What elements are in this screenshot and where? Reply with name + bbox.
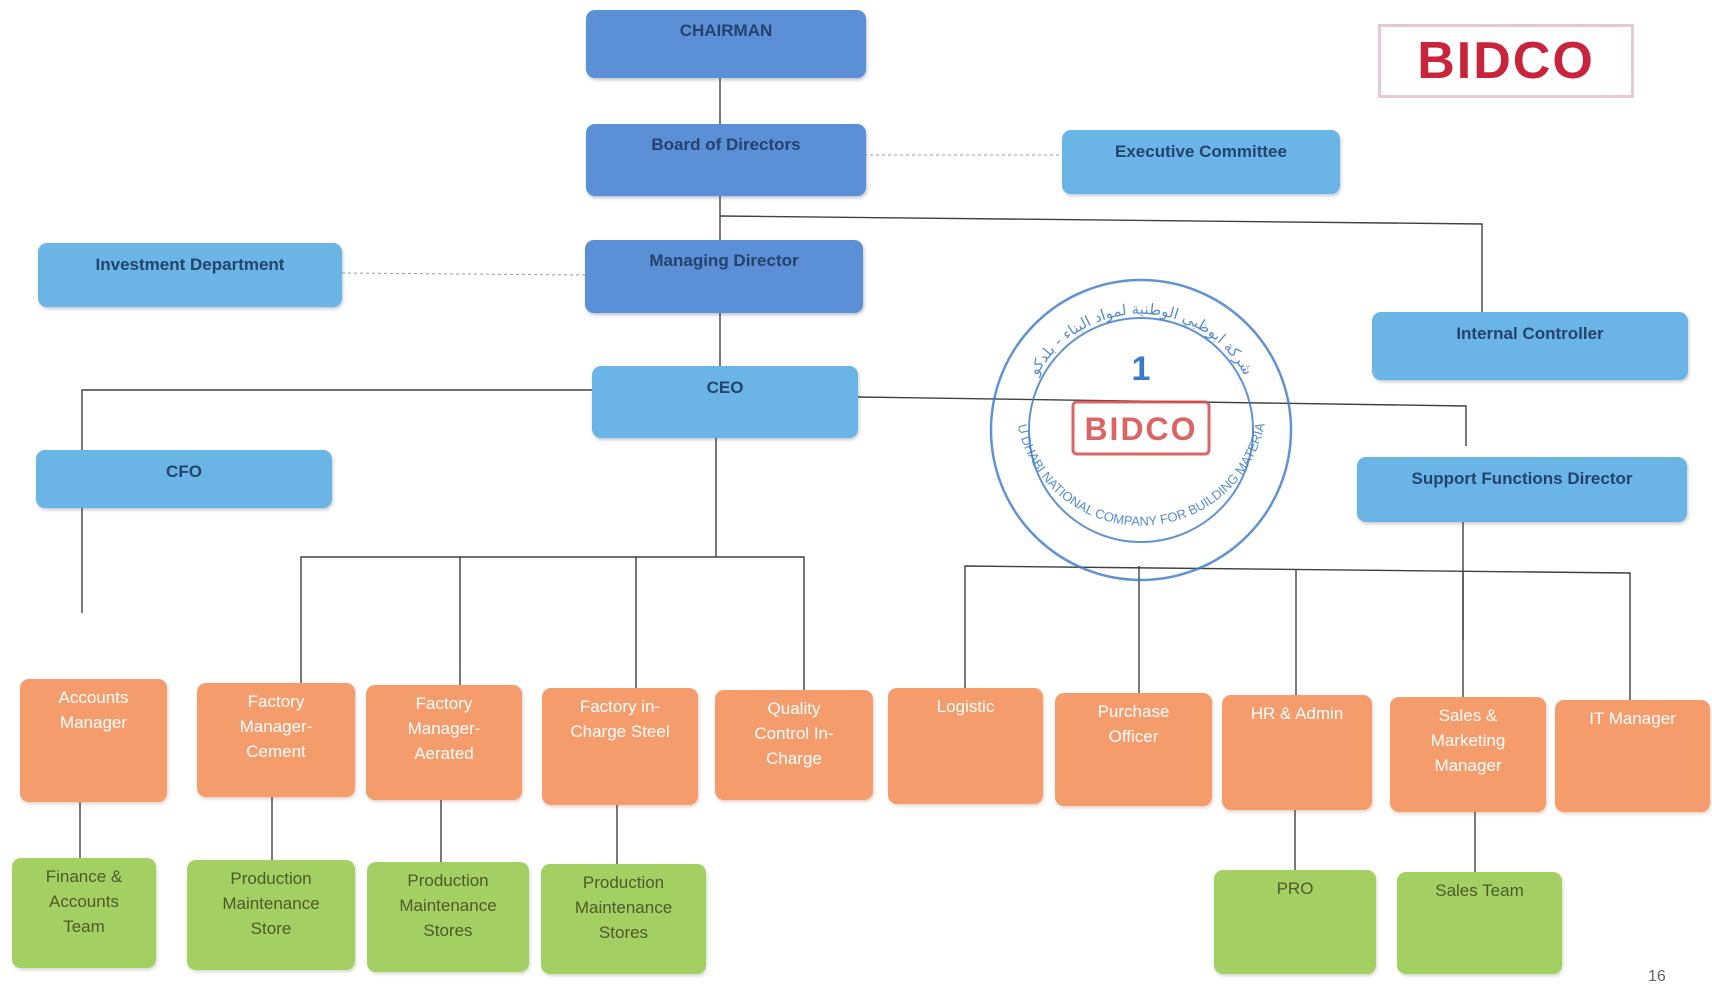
page-number: 16 (1648, 968, 1666, 985)
purchase-officer-label: Purchase Officer (1097, 702, 1170, 746)
stamp-logo-text: BIDCO (1084, 411, 1197, 447)
accounts-manager-box: Accounts Manager (20, 679, 167, 802)
production-maintenance-stores-aerated-box: Production Maintenance Stores (367, 862, 529, 972)
factory-manager-aerated-box: Factory Manager- Aerated (366, 685, 522, 800)
ceo-label: CEO (706, 378, 744, 397)
support-functions-director-label: Support Functions Director (1411, 469, 1633, 488)
it-manager-box: IT Manager (1555, 700, 1710, 812)
factory-incharge-steel-label: Factory in- Charge Steel (570, 697, 670, 741)
internal-controller-box: Internal Controller (1372, 312, 1688, 380)
sales-marketing-manager-label: Sales & Marketing Manager (1430, 706, 1506, 775)
investment-department-box: Investment Department (38, 243, 342, 307)
internal-controller-label: Internal Controller (1456, 324, 1604, 343)
connector-investment-md (341, 272, 586, 276)
logo-text: BIDCO (1417, 32, 1595, 90)
pro-box: PRO (1214, 870, 1376, 974)
ceo-box: CEO (592, 366, 858, 438)
accounts-manager-label: Accounts Manager (58, 688, 129, 732)
chairman-box: CHAIRMAN (586, 10, 866, 78)
logistic-box: Logistic (888, 688, 1043, 804)
board-of-directors-box: Board of Directors (586, 124, 866, 196)
finance-accounts-team-label: Finance & Accounts Team (45, 867, 123, 936)
connector-internal-controller (719, 215, 1483, 312)
factory-manager-cement-box: Factory Manager- Cement (197, 683, 355, 797)
finance-accounts-team-box: Finance & Accounts Team (12, 858, 156, 968)
connector-ceo-cfo-branch (81, 389, 592, 613)
stamp-inner-ring (1028, 317, 1254, 543)
factory-incharge-steel-box: Factory in- Charge Steel (542, 688, 698, 805)
connector-factory-bus (300, 556, 805, 690)
production-maintenance-stores-steel-label: Production Maintenance Stores (574, 873, 673, 942)
production-maintenance-stores-steel-box: Production Maintenance Stores (541, 864, 706, 974)
factory-manager-cement-label: Factory Manager- Cement (239, 692, 313, 761)
sales-team-label: Sales Team (1435, 881, 1524, 900)
board-of-directors-label: Board of Directors (651, 135, 801, 154)
production-maintenance-stores-aerated-label: Production Maintenance Stores (399, 871, 497, 940)
hr-admin-label: HR & Admin (1250, 704, 1344, 723)
production-maintenance-store-cement-label: Production Maintenance Store (222, 869, 320, 938)
logistic-label: Logistic (936, 697, 995, 716)
factory-manager-aerated-label: Factory Manager- Aerated (407, 694, 481, 763)
sales-marketing-manager-box: Sales & Marketing Manager (1390, 697, 1546, 812)
executive-committee-box: Executive Committee (1062, 130, 1340, 194)
chairman-label: CHAIRMAN (679, 21, 773, 40)
managing-director-box: Managing Director (585, 240, 863, 313)
bidco-logo: BIDCO (1378, 24, 1634, 98)
connector-ceo-support-branch (857, 396, 1467, 446)
production-maintenance-store-cement-box: Production Maintenance Store (187, 860, 355, 970)
cfo-label: CFO (166, 462, 202, 481)
support-functions-director-box: Support Functions Director (1357, 457, 1687, 522)
company-stamp: شركة ابوظبي الوطنية لمواد البناء - بلدكو… (983, 272, 1293, 582)
pro-label: PRO (1276, 879, 1314, 898)
connector-support-bus (964, 565, 1631, 700)
hr-admin-box: HR & Admin (1222, 695, 1372, 810)
investment-department-label: Investment Department (95, 255, 285, 274)
purchase-officer-box: Purchase Officer (1055, 693, 1212, 806)
executive-committee-label: Executive Committee (1115, 142, 1287, 161)
it-manager-label: IT Manager (1589, 709, 1676, 728)
stamp-number: 1 (1132, 350, 1151, 388)
quality-control-incharge-label: Quality Control In- Charge (754, 699, 834, 768)
quality-control-incharge-box: Quality Control In- Charge (715, 690, 873, 800)
managing-director-label: Managing Director (649, 251, 799, 270)
cfo-box: CFO (36, 450, 332, 508)
stamp-logo-frame (1071, 400, 1211, 456)
sales-team-box: Sales Team (1397, 872, 1562, 974)
stamp-outer-ring (989, 278, 1293, 582)
